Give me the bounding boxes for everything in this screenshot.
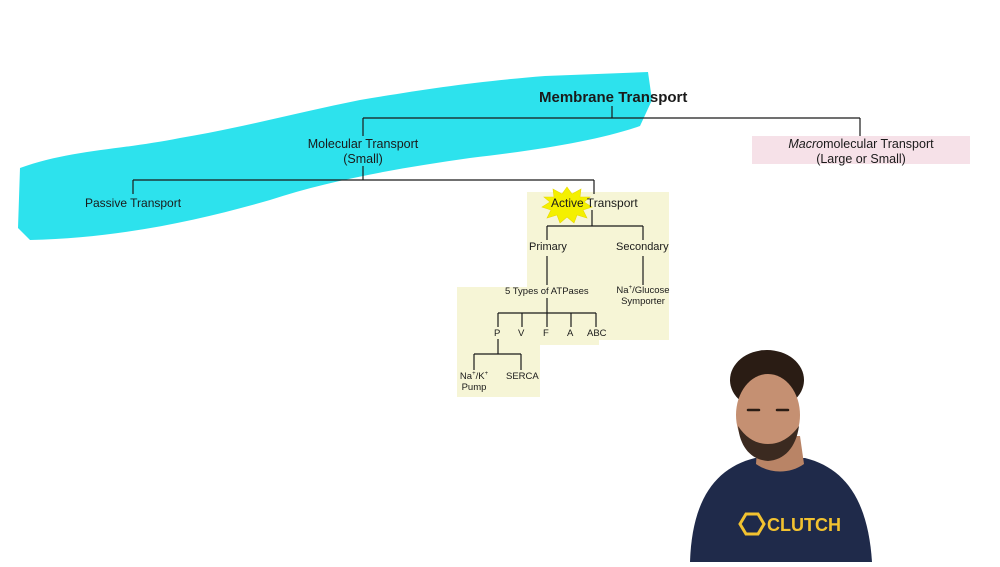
molecular-transport-node: Molecular Transport (Small) <box>303 137 423 167</box>
atpase-type-p: P <box>494 328 501 339</box>
clutch-shirt-logo: CLUTCH <box>767 515 841 535</box>
pump-sup2: + <box>484 370 489 377</box>
macro-rest: molecular Transport <box>823 137 934 151</box>
symporter-na: Na <box>616 285 629 296</box>
presenter-figure: CLUTCH <box>690 350 872 562</box>
pump-subtitle: Pump <box>461 382 487 394</box>
pump-title: Na+/K+ <box>456 371 492 382</box>
atpase-type-a: A <box>567 328 574 339</box>
symporter-rest: /Glucose <box>632 285 670 296</box>
atpases-box <box>457 287 599 345</box>
pump-na: Na <box>459 371 473 382</box>
cyan-highlighter-mark <box>18 72 652 240</box>
symporter-node: Na+/Glucose Symporter <box>612 285 674 308</box>
atpase-type-v: V <box>518 328 525 339</box>
molecular-transport-title: Molecular Transport <box>307 137 419 151</box>
passive-transport-node: Passive Transport <box>85 196 182 210</box>
tree-connectors <box>132 106 861 370</box>
active-starburst <box>541 186 593 224</box>
presenter-beard <box>738 426 799 461</box>
macromolecular-transport-subtitle: (Large or Small) <box>816 152 906 166</box>
root-node-label: Membrane Transport <box>539 89 688 106</box>
atpases-node: 5 Types of ATPases <box>505 286 589 297</box>
active-word: Active <box>551 196 584 210</box>
macromolecular-box <box>752 136 970 164</box>
active-transport-node: Active Transport <box>551 196 638 210</box>
symporter-subtitle: Symporter <box>621 296 665 308</box>
atpase-type-f: F <box>543 328 549 339</box>
symporter-sup: + <box>628 284 633 291</box>
presenter-shirt <box>690 458 872 562</box>
serca-node: SERCA <box>506 371 539 382</box>
presenter-video: CLUTCH <box>660 340 900 562</box>
clutch-hex-icon <box>738 512 766 536</box>
atpase-type-abc: ABC <box>587 328 607 339</box>
primary-node: Primary <box>529 241 567 253</box>
pump-sup1: + <box>472 370 476 377</box>
presenter-face <box>736 374 800 456</box>
secondary-node: Secondary <box>616 241 669 253</box>
pump-node: Na+/K+ Pump <box>456 371 492 394</box>
macro-prefix: Macro <box>788 137 824 151</box>
macromolecular-transport-node: Macromolecular Transport (Large or Small… <box>752 137 970 167</box>
symporter-title: Na+/Glucose <box>612 285 674 296</box>
active-rest: Transport <box>583 196 638 210</box>
pump-k: /K <box>475 371 485 382</box>
molecular-transport-subtitle: (Small) <box>343 152 383 166</box>
macromolecular-transport-title: Macromolecular Transport <box>752 137 970 152</box>
